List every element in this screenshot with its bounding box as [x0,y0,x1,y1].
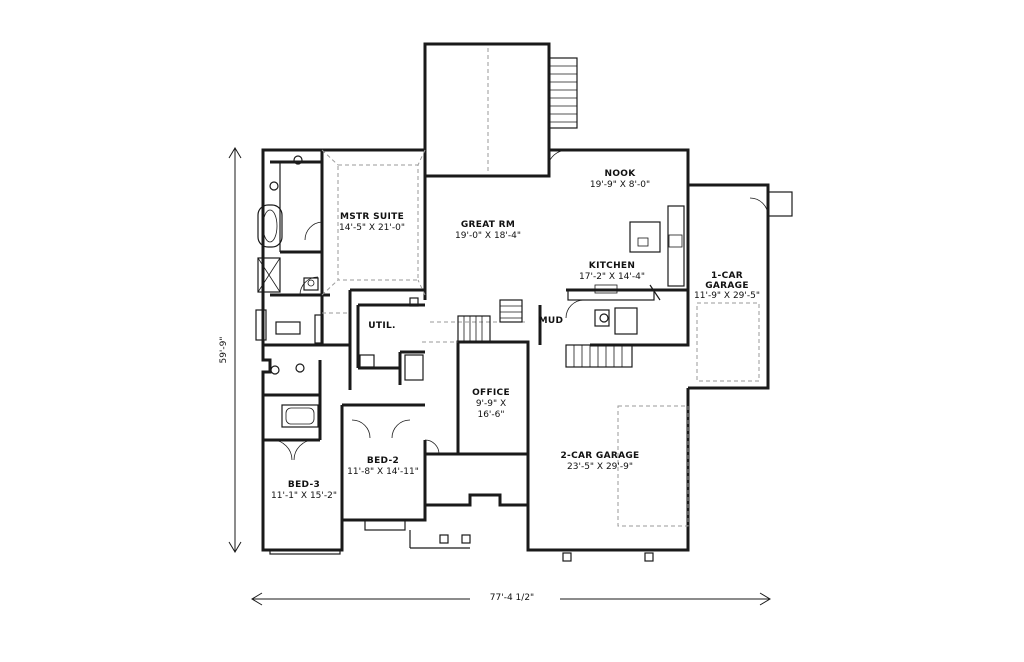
one-car-garage-label-2: GARAGE [705,281,749,291]
office-label: OFFICE [472,388,510,398]
dashed-lines [321,149,760,527]
office-size-1: 9'-9" X [476,399,506,409]
one-car-garage-label-1: 1-CAR [711,271,743,281]
mstr-suite-label: MSTR SUITE [340,212,404,222]
garage-details [409,191,793,562]
kitchen-fixtures [548,149,685,335]
bedroom-fixtures [269,297,440,555]
exterior-walls [261,148,770,552]
two-car-garage-label: 2-CAR GARAGE [560,451,639,461]
office-size-2: 16'-6" [477,410,504,420]
stairs [457,299,633,368]
bed2-label: BED-2 [367,456,399,466]
kitchen-size: 17'-2" X 14'-4" [579,272,645,282]
interior-walls [263,150,688,520]
great-rm-label: GREAT RM [461,220,515,230]
master-bath-fixtures [255,155,324,344]
mud-label: MUD [539,316,564,326]
bed3-label: BED-3 [288,480,320,490]
kitchen-label: KITCHEN [589,261,635,271]
covered-patio [423,42,578,178]
nook-size: 19'-9" X 8'-0" [590,180,650,190]
nook-label: NOOK [604,169,636,179]
depth-dimension: 59'-9" [219,147,242,553]
width-dimension: 77'-4 1/2" [251,590,771,606]
room-labels: MSTR SUITE 14'-5" X 21'-0" GREAT RM 19'-… [271,169,760,501]
mstr-suite-size: 14'-5" X 21'-0" [339,223,405,233]
two-car-garage-size: 23'-5" X 29'-9" [567,462,633,472]
bed2-size: 11'-8" X 14'-11" [347,467,419,477]
overall-width: 77'-4 1/2" [490,593,534,603]
overall-depth: 59'-9" [219,336,229,363]
great-rm-size: 19'-0" X 18'-4" [455,231,521,241]
one-car-garage-size: 11'-9" X 29'-5" [694,291,760,301]
util-label: UTIL. [368,321,395,331]
bed3-size: 11'-1" X 15'-2" [271,491,337,501]
